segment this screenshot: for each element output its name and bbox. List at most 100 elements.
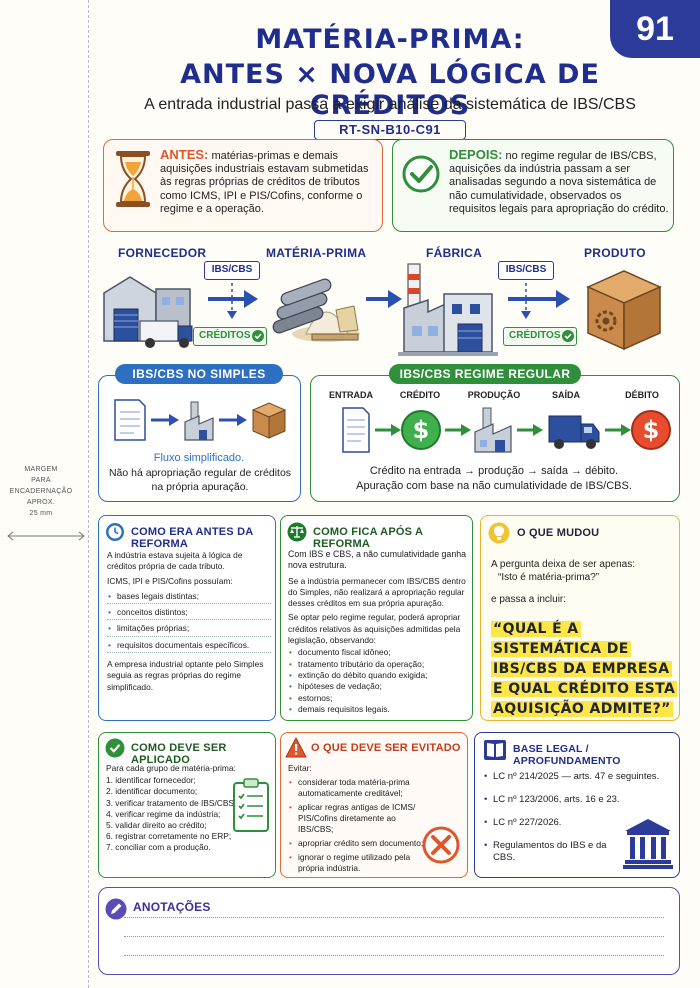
list-item: conceitos distintos; xyxy=(107,607,271,621)
antes-description: matérias-primas e demais aquisições indu… xyxy=(160,150,369,215)
credit-dollar-icon: $ xyxy=(401,410,441,450)
note-line[interactable] xyxy=(124,955,664,956)
binding-margin-note: MARGEM PARA ENCADERNAÇÃO APROX. 25 mm xyxy=(4,464,78,519)
aplicado-box: COMO DEVE SER APLICADO Para cada grupo d… xyxy=(98,732,276,878)
debit-dollar-icon: $ xyxy=(631,410,671,450)
list-item: bases legais distintas; xyxy=(107,591,271,605)
regular-panel: IBS/CBS REGIME REGULAR ENTRADA CRÉDITO P… xyxy=(310,364,680,502)
list-item: LC nº 214/2025 — arts. 47 e seguintes. xyxy=(483,771,675,783)
list-item: 6. registrar corretamente no ERP; xyxy=(106,831,232,842)
base-legal-title: BASE LEGAL / APROFUNDAMENTO xyxy=(513,743,621,767)
evitado-box: O QUE DEVE SER EVITADO Evitar: considera… xyxy=(280,732,468,878)
page-number-badge: 91 xyxy=(610,0,700,58)
list-item: ignorar o regime utilizado pela própria … xyxy=(288,852,428,874)
binding-margin-line xyxy=(88,0,89,988)
apos-reforma-content: Com IBS e CBS, a não cumulatividade ganh… xyxy=(288,549,470,715)
apos-reforma-p1: Se a indústria permanecer com IBS/CBS de… xyxy=(288,575,466,609)
page-title-line-2: ANTES × NOVA LÓGICA DE CRÉDITOS xyxy=(180,59,600,121)
note-line[interactable] xyxy=(124,917,664,918)
regular-step-label: ENTRADA xyxy=(329,390,373,400)
flow-arrow-icon xyxy=(508,290,570,308)
pencil-icon xyxy=(105,898,127,920)
antes-box: ANTES: matérias-primas e demais aquisiçõ… xyxy=(103,139,383,232)
list-item: 2. identificar documento; xyxy=(106,786,198,797)
o-que-mudou-quote: “QUAL É A SISTEMÁTICA DE IBS/CBS DA EMPR… xyxy=(491,619,678,719)
simples-title: IBS/CBS NO SIMPLES xyxy=(115,364,283,384)
creditos-tag-label: CRÉDITOS xyxy=(199,330,251,341)
list-item: LC nº 123/2006, arts. 16 e 23. xyxy=(483,794,675,806)
flow-arrow-icon xyxy=(208,290,258,308)
list-item: aplicar regras antigas de ICMS/ PIS/Cofi… xyxy=(288,802,428,835)
list-item: estornos; xyxy=(288,693,470,705)
antes-reforma-closing: A empresa industrial optante pelo Simple… xyxy=(107,659,264,692)
creditos-tag-label: CRÉDITOS xyxy=(509,330,561,341)
ibs-cbs-tag: IBS/CBS xyxy=(204,261,260,280)
aplicado-lead: Para cada grupo de matéria-prima: xyxy=(106,763,236,773)
list-item: 4. verificar regime da indústria; xyxy=(106,808,221,819)
evitado-list: considerar toda matéria-prima automatica… xyxy=(288,777,428,874)
book-icon xyxy=(484,740,506,760)
antes-label: ANTES: xyxy=(160,147,209,162)
ibs-cbs-tag: IBS/CBS xyxy=(498,261,554,280)
antes-reforma-title: COMO ERA ANTES DA REFORMA xyxy=(131,526,253,550)
page-subtitle: A entrada industrial passa a exigir anál… xyxy=(144,96,636,113)
margin-line-4: APROX. xyxy=(26,499,56,506)
list-item: demais requisitos legais. xyxy=(288,704,470,716)
apos-reforma-list: documento fiscal idôneo; tratamento trib… xyxy=(288,647,470,715)
margin-width-arrow-icon xyxy=(7,531,85,541)
check-badge-icon xyxy=(252,330,264,342)
check-circle-icon xyxy=(105,738,125,758)
courthouse-icon xyxy=(623,819,673,869)
depois-text: DEPOIS: no regime regular de IBS/CBS, aq… xyxy=(449,148,671,216)
antes-reforma-lead: ICMS, IPI e PIS/Cofins possuíam: xyxy=(107,575,233,586)
depois-description: no regime regular de IBS/CBS, aquisições… xyxy=(449,150,669,215)
supplier-warehouse-icon xyxy=(103,276,193,348)
list-item: limitações próprias; xyxy=(107,623,271,637)
mini-box-icon xyxy=(251,402,287,439)
regular-step-label: DÉBITO xyxy=(625,390,659,400)
list-item: Regulamentos do IBS e da CBS. xyxy=(483,840,611,864)
production-factory-icon xyxy=(474,407,512,453)
depois-box: DEPOIS: no regime regular de IBS/CBS, aq… xyxy=(392,139,674,232)
apos-reforma-p2: Se optar pelo regime regular, poderá apr… xyxy=(288,612,461,646)
o-que-mudou-p1: A pergunta deixa de ser apenas: xyxy=(491,559,635,570)
page-title-line-1: MATÉRIA-PRIMA: xyxy=(255,24,525,55)
regular-step-label: SAÍDA xyxy=(551,390,580,400)
document-code: RT-SN-B10-C91 xyxy=(314,120,466,140)
o-que-mudou-question: “Isto é matéria-prima?” xyxy=(498,572,600,583)
note-line[interactable] xyxy=(124,936,664,937)
list-item: 3. verificar tratamento de IBS/CBS; xyxy=(106,797,237,808)
list-item: considerar toda matéria-prima automatica… xyxy=(288,777,428,799)
regular-line-2: Apuração com base na não cumulatividade … xyxy=(356,480,632,492)
evitado-content: Evitar: considerar toda matéria-prima au… xyxy=(288,763,428,874)
antes-reforma-box: COMO ERA ANTES DA REFORMA A indústria es… xyxy=(98,515,276,721)
lightbulb-icon xyxy=(488,522,510,544)
evitado-title: O QUE DEVE SER EVITADO xyxy=(311,742,461,754)
creditos-tag: CRÉDITOS xyxy=(193,327,267,346)
prohibited-x-icon xyxy=(422,826,460,864)
aplicado-content: Para cada grupo de matéria-prima: 1. ide… xyxy=(106,763,276,854)
svg-text:$: $ xyxy=(413,416,430,444)
regular-line-1: Crédito na entrada → produção → saída → … xyxy=(369,465,619,477)
svg-text:$: $ xyxy=(643,416,660,444)
antes-reforma-content: A indústria estava sujeita à lógica de c… xyxy=(107,550,271,693)
apos-reforma-intro: Com IBS e CBS, a não cumulatividade ganh… xyxy=(288,549,466,571)
antes-reforma-list: bases legais distintas; conceitos distin… xyxy=(107,591,271,654)
regular-step-label: CRÉDITO xyxy=(399,390,441,400)
highlighted-quote: “QUAL É A SISTEMÁTICA DE IBS/CBS DA EMPR… xyxy=(491,621,678,717)
list-item: 1. identificar fornecedor; xyxy=(106,775,196,786)
simples-text: Não há apropriação regular de créditos n… xyxy=(108,467,292,493)
document-icon xyxy=(342,407,370,453)
list-item: 7. conciliar com a produção. xyxy=(106,842,211,853)
hourglass-icon xyxy=(116,151,150,207)
evitado-lead: Evitar: xyxy=(288,763,312,773)
scales-icon xyxy=(287,522,307,542)
flow-label-fabrica: FÁBRICA xyxy=(426,246,483,260)
clock-icon xyxy=(106,523,124,541)
margin-line-2: PARA xyxy=(31,477,51,484)
o-que-mudou-box: O QUE MUDOU A pergunta deixa de ser apen… xyxy=(480,515,680,721)
antes-reforma-intro: A indústria estava sujeita à lógica de c… xyxy=(107,550,243,572)
flow-arrow-icon xyxy=(366,290,402,308)
margin-line-1: MARGEM xyxy=(24,466,58,473)
list-item: documento fiscal idôneo; xyxy=(288,647,470,659)
